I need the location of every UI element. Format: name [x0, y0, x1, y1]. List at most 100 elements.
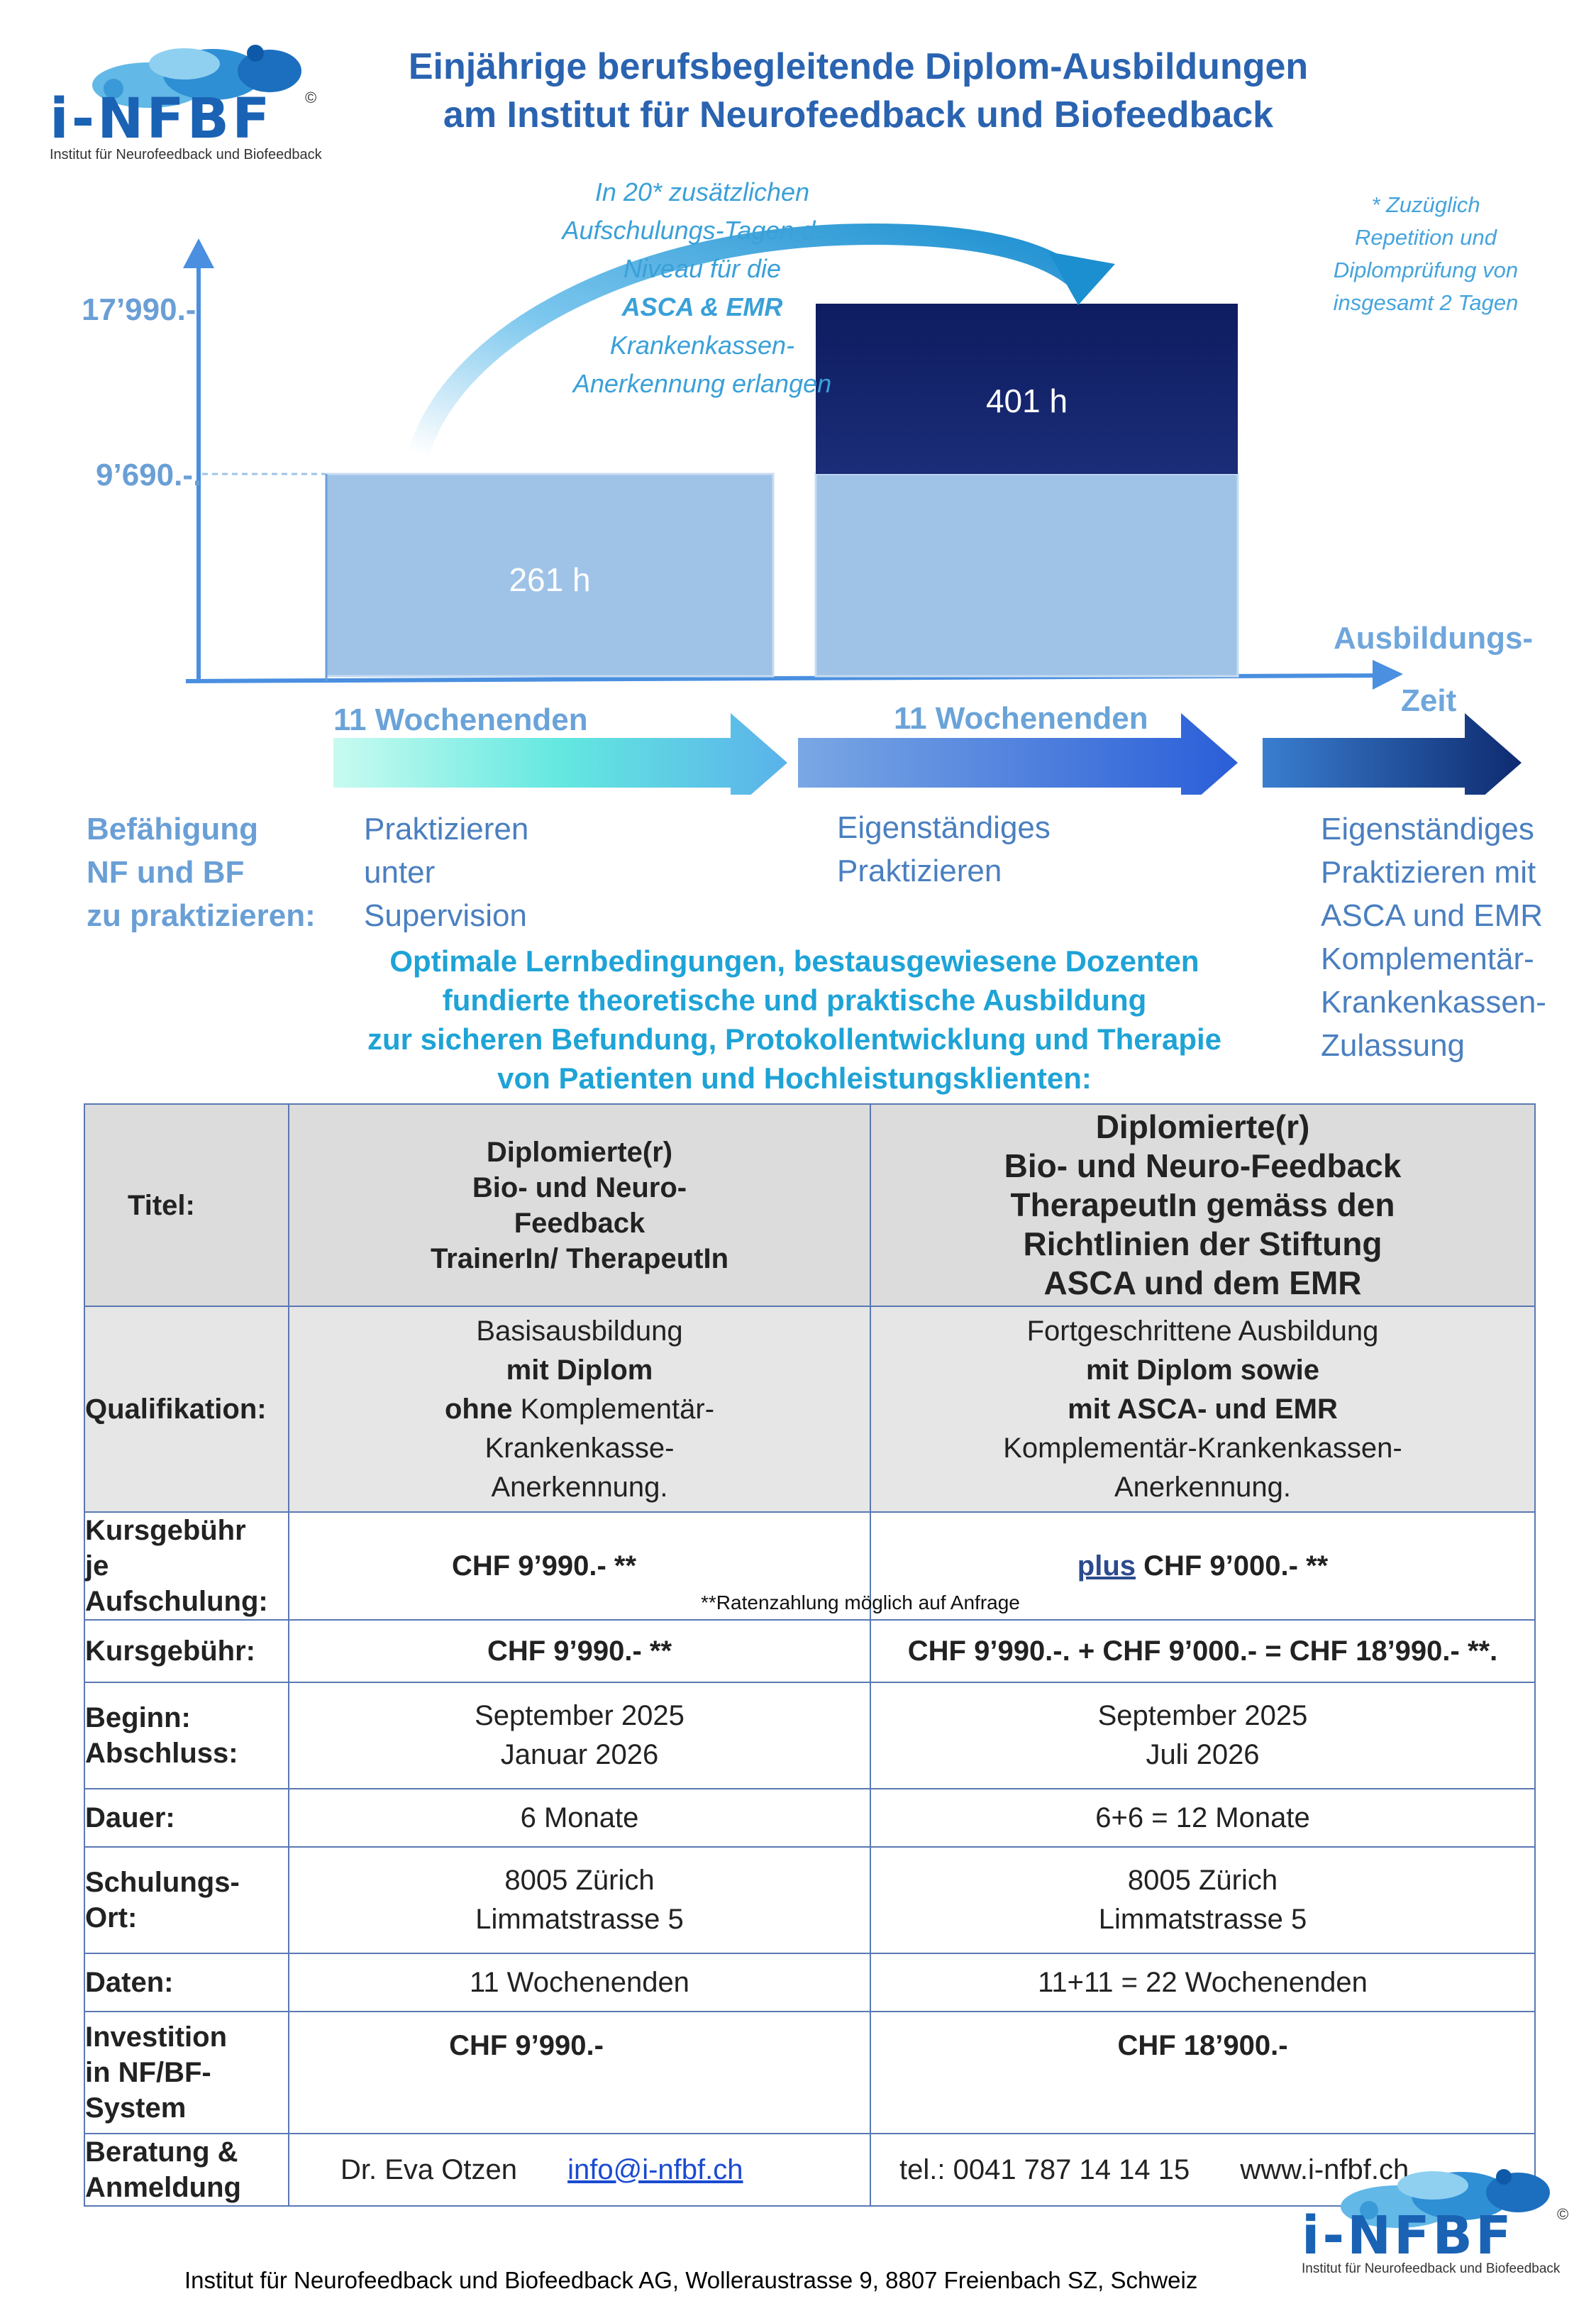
table-row-location: Schulungs- Ort: 8005 Zürich Limmatstrass…: [84, 1846, 1536, 1954]
bar-phase-2-base: [814, 473, 1239, 678]
ability-label-line: zu praktizieren:: [87, 898, 316, 933]
qualification-basic-line: Krankenkasse-: [484, 1432, 675, 1464]
label-fee: Kursgebühr:: [84, 1619, 289, 1683]
ability-label-line: Befähigung: [87, 812, 258, 846]
title-basic-line: Feedback: [514, 1207, 645, 1239]
phase-2-desc-line: Praktizieren: [837, 854, 1002, 888]
qualification-advanced-line: mit ASCA- und EMR: [1068, 1393, 1338, 1425]
phase-1-desc-line: Supervision: [364, 898, 527, 933]
dates-basic-line: Januar 2026: [500, 1739, 659, 1770]
fee-upgrade-plus: plus: [1077, 1550, 1136, 1582]
fee-upgrade-advanced: plus CHF 9’000.- **: [870, 1511, 1536, 1621]
upgrade-note-line: In 20* zusätzlichen: [594, 177, 810, 206]
lead-line: von Patienten und Hochleistungsklienten:: [497, 1061, 1092, 1095]
upgrade-arc: [408, 223, 1089, 465]
qualification-advanced-line: Fortgeschrittene Ausbildung: [1026, 1315, 1379, 1347]
lead-line: Optimale Lernbedingungen, bestausgewiese…: [389, 944, 1199, 978]
fee-basic: CHF 9’990.- **: [288, 1619, 871, 1683]
qualification-basic-line: Basisausbildung: [476, 1315, 683, 1347]
title-advanced-line: TherapeutIn gemäss den: [1010, 1186, 1395, 1223]
dates-advanced: September 2025 Juli 2026: [870, 1682, 1536, 1789]
label-location-line: Schulungs-: [85, 1867, 240, 1898]
qualification-basic-emphasis: ohne: [444, 1393, 513, 1425]
phase-3-desc-line: Praktizieren mit: [1321, 855, 1536, 890]
label-duration: Dauer:: [84, 1788, 289, 1848]
logo-copyright: ©: [305, 89, 317, 106]
upgrade-arc-arrow-icon: [1048, 252, 1115, 305]
label-qualifikation: Qualifikation:: [84, 1306, 289, 1513]
footnote-line: insgesamt 2 Tagen: [1333, 290, 1519, 315]
footnote-line: Repetition und: [1355, 225, 1497, 250]
comparison-table: Titel: Diplomierte(r) Bio- und Neuro- Fe…: [84, 1103, 1536, 2207]
phase-1-desc-line: Praktizieren: [364, 812, 529, 846]
y-label-high: 17’990.-: [82, 292, 196, 327]
phase-2-arrow: [798, 713, 1238, 795]
phase-3-arrow: [1263, 713, 1522, 795]
table-row-investment: Investition in NF/BF- System CHF 9’990.-…: [84, 2011, 1536, 2134]
table-row-fee-upgrade: Kursgebühr je Aufschulung: CHF 9’990.- *…: [84, 1511, 1536, 1621]
label-investment-line: System: [85, 2092, 187, 2124]
table-row-qualification: Qualifikation: Basisausbildung mit Diplo…: [84, 1306, 1536, 1513]
schedule-basic: 11 Wochenenden: [288, 1953, 871, 2012]
upgrade-note-line: ASCA & EMR: [621, 292, 783, 321]
title-advanced-line: Diplomierte(r): [1095, 1108, 1310, 1145]
fee-upgrade-advanced-value: CHF 9’000.- **: [1136, 1550, 1329, 1582]
fee-upgrade-basic-value: CHF 9’990.- **: [451, 1550, 637, 1582]
dates-basic: September 2025 Januar 2026: [288, 1682, 871, 1789]
title-advanced-line: ASCA und dem EMR: [1043, 1264, 1362, 1301]
x-label-line-1: Ausbildungs-: [1334, 621, 1534, 656]
logo-subtitle: Institut für Neurofeedback und Biofeedba…: [1302, 2261, 1561, 2276]
phase-3-desc-line: ASCA und EMR: [1321, 898, 1544, 933]
location-basic: 8005 Zürich Limmatstrasse 5: [288, 1846, 871, 1954]
qualification-advanced: Fortgeschrittene Ausbildung mit Diplom s…: [870, 1306, 1536, 1513]
location-basic-line: Limmatstrasse 5: [475, 1904, 684, 1935]
table-row-duration: Dauer: 6 Monate 6+6 = 12 Monate: [84, 1788, 1536, 1848]
phase-3-desc-line: Krankenkassen-: [1321, 985, 1546, 1020]
phase-3-desc-line: Zulassung: [1321, 1028, 1465, 1063]
logo-copyright: ©: [1557, 2205, 1569, 2223]
lead-text: Optimale Lernbedingungen, bestausgewiese…: [298, 942, 1291, 1098]
phase-2-desc-line: Eigenständiges: [837, 810, 1051, 845]
qualification-advanced-line: mit Diplom sowie: [1086, 1354, 1319, 1386]
duration-basic: 6 Monate: [288, 1788, 871, 1848]
qualification-basic-line: Anerkennung.: [491, 1471, 668, 1503]
title-basic-line: Diplomierte(r): [486, 1136, 673, 1168]
qualification-advanced-line: Anerkennung.: [1114, 1471, 1292, 1503]
label-titel: Titel:: [84, 1103, 289, 1307]
logo-cloud-icon: [1341, 2169, 1550, 2228]
dates-basic-line: September 2025: [475, 1700, 685, 1731]
upgrade-note-line: Krankenkassen-: [609, 331, 795, 360]
investment-basic: CHF 9’990.-: [288, 2011, 871, 2134]
page-title: Einjährige berufsbegleitende Diplom-Ausb…: [355, 43, 1362, 139]
label-begin-line: Beginn:: [85, 1702, 191, 1733]
qualification-basic-text: Komplementär-: [512, 1393, 715, 1425]
phase-3-desc-line: Eigenständiges: [1321, 812, 1534, 846]
qualification-basic-line: ohne Komplementär-: [289, 1390, 870, 1429]
label-begin-line: Abschluss:: [85, 1738, 238, 1769]
installment-note: **Ratenzahlung möglich auf Anfrage: [701, 1591, 1020, 1613]
title-basic: Diplomierte(r) Bio- und Neuro- Feedback …: [288, 1103, 871, 1307]
y-label-low: 9’690.-.: [96, 458, 202, 492]
title-advanced-line: Bio- und Neuro-Feedback: [1004, 1147, 1402, 1184]
upgrade-note: In 20* zusätzlichen Aufschulungs-Tagen d…: [539, 173, 865, 403]
upgrade-note-line: Niveau für die: [623, 254, 782, 283]
logo-subtitle: Institut für Neurofeedback und Biofeedba…: [50, 147, 322, 162]
bar-2-label: 401 h: [985, 382, 1068, 419]
lead-line: fundierte theoretische und praktische Au…: [442, 983, 1147, 1017]
phase-2-desc: Eigenständiges Praktizieren: [837, 806, 1051, 893]
contact-phone: tel.: 0041 787 14 14 15: [899, 2153, 1190, 2185]
lead-line: zur sicheren Befundung, Protokollentwick…: [367, 1022, 1222, 1056]
table-row-title: Titel: Diplomierte(r) Bio- und Neuro- Fe…: [84, 1103, 1536, 1307]
title-advanced-line: Richtlinien der Stiftung: [1023, 1225, 1382, 1262]
footnote-line: * Zuzüglich: [1371, 192, 1480, 217]
phase-1-desc: Praktizieren unter Supervision: [364, 807, 528, 937]
title-basic-line: TrainerIn/ TherapeutIn: [430, 1242, 729, 1274]
bar-1-label: 261 h: [509, 561, 591, 598]
table-row-schedule: Daten: 11 Wochenenden 11+11 = 22 Wochene…: [84, 1953, 1536, 2012]
phase-1-arrow: [333, 713, 787, 795]
fee-upgrade-basic: CHF 9’990.- ** **Ratenzahlung möglich au…: [288, 1511, 1020, 1621]
y-axis-arrow-icon: [183, 238, 214, 268]
title-line-1: Einjährige berufsbegleitende Diplom-Ausb…: [408, 46, 1309, 87]
contact-email-link[interactable]: info@i-nfbf.ch: [567, 2153, 743, 2185]
duration-advanced: 6+6 = 12 Monate: [870, 1788, 1536, 1848]
